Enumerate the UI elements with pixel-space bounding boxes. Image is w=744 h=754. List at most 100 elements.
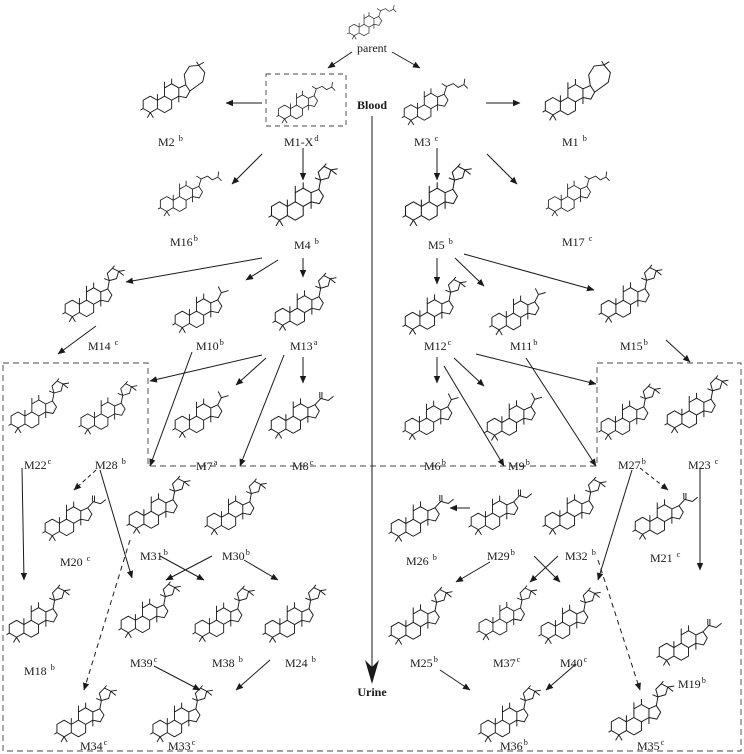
arrow-m32-m37: [529, 555, 559, 583]
arrow-m13-m7: [235, 357, 267, 386]
structure-m24: [263, 585, 327, 643]
structure-m10: [173, 286, 229, 332]
label-m6: M6b: [424, 457, 446, 473]
urine-label: Urine: [357, 685, 387, 699]
structure-m21: [633, 493, 698, 540]
structure-m40: [539, 588, 601, 644]
structure-m31: [127, 476, 191, 534]
structure-m19: [657, 619, 722, 666]
structure-m8: [269, 392, 334, 439]
arrow-m32-m35: [597, 559, 641, 691]
label-m25: M25b: [410, 654, 438, 670]
label-m38: M38 b: [212, 654, 243, 670]
arrow-m29-m25: [455, 561, 491, 583]
label-m10: M10b: [196, 337, 224, 353]
label-m19: M19b: [678, 675, 706, 691]
label-m1x: M1-Xd: [284, 133, 319, 149]
label-m35: M35c: [637, 737, 665, 753]
label-m17: M17 c: [562, 233, 593, 249]
blood-label: Blood: [356, 98, 388, 112]
label-m11: M11b: [510, 337, 538, 353]
label-m26: M26 b: [406, 552, 437, 568]
structure-m15: [599, 265, 663, 323]
label-m13: M13a: [290, 337, 318, 353]
structure-m29: [469, 490, 532, 535]
structure-m27: [599, 384, 661, 440]
structure-m37: [477, 586, 538, 641]
structure-m34: [54, 686, 117, 742]
arrow-m25-m36: [439, 669, 471, 691]
structure-m17: [546, 172, 610, 217]
structure-m7: [173, 391, 229, 437]
label-m37: M37c: [493, 654, 521, 670]
arrow-m11-m32: [525, 357, 597, 467]
label-m36: M36b: [500, 737, 528, 753]
label-m40: M40c: [560, 654, 588, 670]
arrow-m12-m29: [443, 365, 505, 467]
structure-m33: [150, 686, 213, 742]
label-m8: M8c: [292, 457, 314, 473]
structure-m32: [543, 477, 607, 535]
arrow-m28-m20: [73, 469, 97, 491]
arrow-m1x-m16: [231, 153, 263, 185]
structure-m30: [205, 479, 267, 535]
label-m28: M28 b: [95, 456, 126, 472]
arrow-m27-m40: [597, 469, 633, 581]
structure-m12: [403, 277, 467, 335]
arrow-m12-m27: [475, 353, 597, 386]
structure-m18: [7, 585, 71, 643]
arrow-m3-m17: [486, 153, 518, 185]
arrow-m22-m18: [20, 467, 28, 581]
arrow-m29-m40: [533, 555, 561, 583]
structure-m6: [403, 393, 459, 439]
structure-m35: [609, 681, 675, 740]
arrow-m12-m9: [453, 357, 485, 387]
label-m20: M20 c: [60, 553, 91, 569]
arrow-m13-m28: [149, 354, 263, 383]
arrow-m24-m33: [235, 659, 271, 691]
label-m27: M27b: [618, 456, 646, 472]
arrow-m10-m31: [149, 351, 193, 467]
arrow-m39-m33: [153, 665, 201, 691]
arrow-m5-m15: [463, 253, 595, 292]
structure-m26: [389, 495, 454, 542]
parent-label: parent: [357, 41, 387, 55]
label-m16: M16b: [170, 233, 198, 249]
arrow-m31-m34: [82, 539, 131, 691]
label-m34: M34c: [80, 737, 108, 753]
arrow-m31-m38: [159, 555, 205, 581]
label-m7: M7a: [196, 457, 218, 473]
arrow-parent-m3: [391, 51, 421, 69]
structure-m16: [158, 172, 222, 217]
urine-region-boundary: [2, 362, 742, 752]
structure-m1: [543, 61, 611, 120]
structure-m1x: [276, 82, 335, 123]
structure-parent: [347, 5, 396, 39]
arrow-m15-m23: [665, 339, 691, 363]
structure-m20: [43, 496, 106, 541]
label-m39: M39c: [130, 654, 158, 670]
structure-m13: [273, 273, 337, 331]
label-m1: M1 b: [562, 133, 587, 149]
arrow-m13-m30: [239, 354, 285, 467]
label-m33: M33c: [168, 737, 196, 753]
label-m5: M5 b: [428, 236, 453, 252]
arrow-m30-m39: [165, 555, 213, 581]
arrow-m30-m24: [243, 559, 279, 581]
arrow-m28-m39: [99, 469, 134, 579]
structure-m9: [485, 393, 543, 441]
label-m31: M31b: [140, 547, 168, 563]
structure-m2: [141, 62, 205, 118]
label-m21: M21 c: [650, 549, 681, 565]
structure-m38: [193, 586, 255, 642]
label-m3: M3 c: [414, 133, 439, 149]
label-m15: M15b: [620, 337, 648, 353]
structure-m36: [478, 686, 541, 742]
label-m14: M14 c: [88, 337, 119, 353]
structure-m23: [665, 375, 729, 433]
label-m4: M4 b: [294, 236, 319, 252]
blood-box-m1x: [265, 73, 347, 127]
label-m24: M24 b: [285, 654, 316, 670]
